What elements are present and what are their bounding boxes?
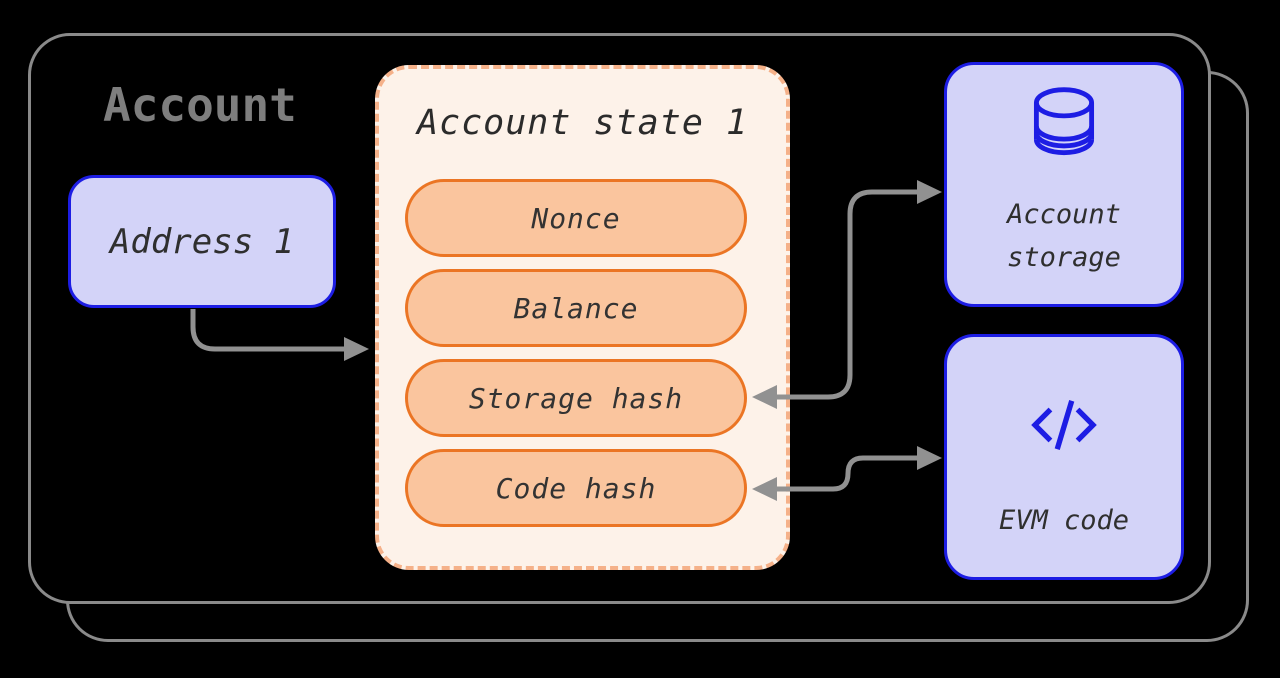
account-storage-box: Account storage	[944, 62, 1184, 307]
field-nonce: Nonce	[405, 179, 747, 257]
account-card-title: Account	[103, 78, 297, 132]
account-state-box: Account state 1 Nonce Balance Storage ha…	[375, 65, 790, 570]
field-nonce-label: Nonce	[531, 201, 621, 235]
address-box: Address 1	[68, 175, 336, 308]
field-balance: Balance	[405, 269, 747, 347]
field-code-hash: Code hash	[405, 449, 747, 527]
field-balance-label: Balance	[513, 291, 639, 325]
code-icon	[1031, 400, 1097, 450]
address-label: Address 1	[109, 221, 295, 262]
field-storage-hash: Storage hash	[405, 359, 747, 437]
account-storage-label: Account storage	[1007, 199, 1121, 273]
database-icon	[1033, 87, 1095, 156]
account-state-title: Account state 1	[416, 103, 749, 143]
field-code-hash-label: Code hash	[495, 471, 657, 505]
field-storage-hash-label: Storage hash	[468, 381, 684, 415]
evm-code-label: EVM code	[998, 505, 1130, 536]
evm-code-box: EVM code	[944, 334, 1184, 580]
